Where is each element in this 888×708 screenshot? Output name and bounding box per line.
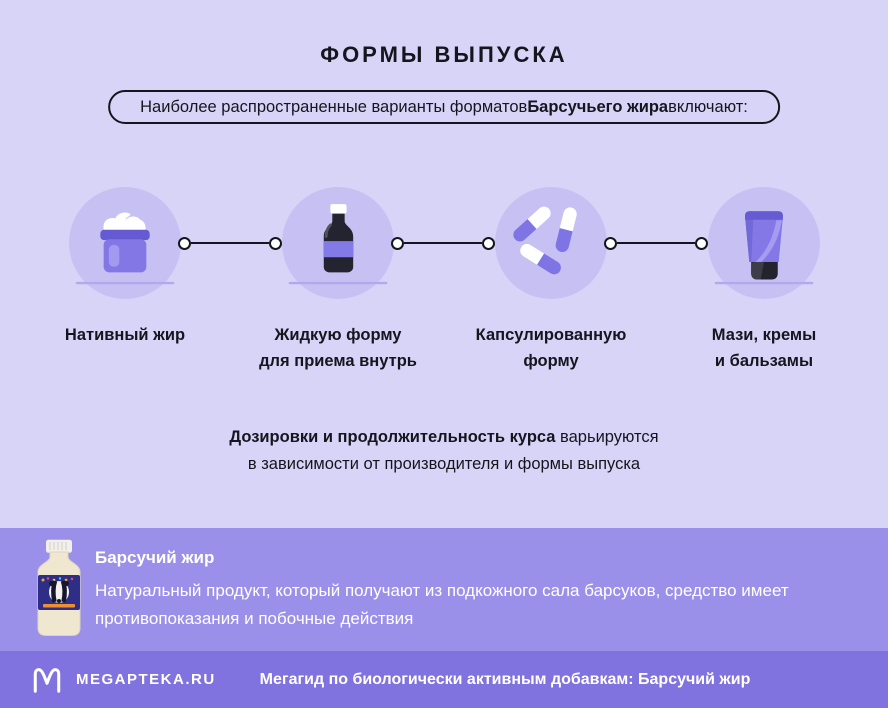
connector-dot-icon xyxy=(178,236,191,250)
form-label-capsules: Капсулированную форму xyxy=(475,326,627,370)
badger-fat-bottle-icon xyxy=(37,539,81,636)
product-title: Барсучий жир xyxy=(95,548,215,567)
connector-dot-icon xyxy=(482,236,495,250)
form-label-ointments: Мази, кремы и бальзамы xyxy=(711,326,817,370)
connector-line xyxy=(617,241,695,245)
connector xyxy=(391,236,495,250)
cream-jar-icon xyxy=(69,187,181,299)
form-item-native-fat xyxy=(69,187,181,299)
note-rest: варьируются xyxy=(555,428,659,446)
form-label-native-fat: Нативный жир xyxy=(64,326,186,344)
footer-text: Мегагид по биологически активным добавка… xyxy=(259,670,751,688)
connector xyxy=(604,236,708,250)
intro-text-suffix: включают: xyxy=(668,97,748,116)
product-info: Барсучий жир Натуральный продукт, которы… xyxy=(95,548,865,632)
note-line2: в зависимости от производителя и формы в… xyxy=(247,455,641,473)
connector-dot-icon xyxy=(391,236,404,250)
product-bottle-photo xyxy=(30,539,88,637)
connector-line xyxy=(404,241,482,245)
megapteka-logo-icon xyxy=(30,665,64,695)
form-item-liquid xyxy=(282,187,394,299)
form-item-capsules xyxy=(495,187,607,299)
note-bold: Дозировки и продолжительность курса xyxy=(229,428,556,446)
product-description: Натуральный продукт, который получают из… xyxy=(95,581,789,628)
form-item-ointments xyxy=(708,187,820,299)
product-band: Барсучий жир Натуральный продукт, которы… xyxy=(0,528,888,651)
capsules-icon xyxy=(495,187,607,299)
page-title: ФОРМЫ ВЫПУСКА xyxy=(320,42,568,67)
form-label-liquid: Жидкую форму для приема внутрь xyxy=(259,326,417,370)
footer-bar: MEGAPTEKA.RU Мегагид по биологически акт… xyxy=(0,651,888,708)
intro-text-bold: Барсучьего жира xyxy=(527,97,669,116)
connector-dot-icon xyxy=(695,236,708,250)
medicine-bottle-icon xyxy=(282,187,394,299)
intro-text-prefix: Наиболее распространенные варианты форма… xyxy=(140,97,528,116)
connector-line xyxy=(191,241,269,245)
footer-brand: MEGAPTEKA.RU xyxy=(76,671,216,688)
connector-dot-icon xyxy=(604,236,617,250)
intro-pill: Наиболее распространенные варианты форма… xyxy=(108,90,780,124)
cream-tube-icon xyxy=(708,187,820,299)
dosage-note: Дозировки и продолжительность курса варь… xyxy=(0,424,888,478)
connector-dot-icon xyxy=(269,236,282,250)
connector xyxy=(178,236,282,250)
